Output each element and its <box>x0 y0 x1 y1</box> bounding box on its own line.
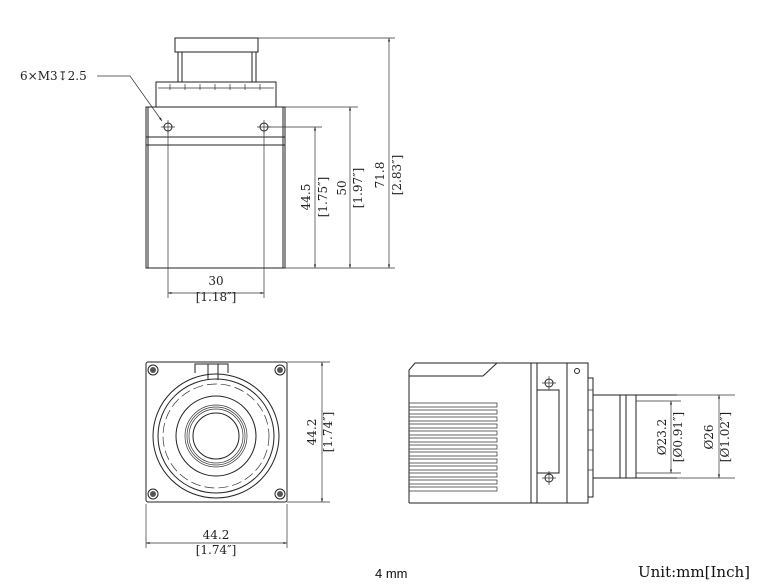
dim-width-in: [1.18″] <box>196 290 237 304</box>
lens-barrel <box>592 394 621 479</box>
dim-outer-dia-in: [Ø1.02″] <box>718 412 732 462</box>
unit-label: Unit:mm[Inch] <box>638 563 750 581</box>
front-view <box>145 361 330 548</box>
heatsink-fins <box>409 402 498 492</box>
dim-total-height-mm: 71.8 <box>373 162 387 189</box>
side-body-outline <box>408 362 499 503</box>
dim-total-height-in: [2.83″] <box>390 155 404 196</box>
screw-icon <box>274 364 286 376</box>
dim-hole-height-in: [1.75″] <box>316 177 330 218</box>
dim-inner-dia-mm: Ø23.2 <box>655 419 669 456</box>
top-view <box>97 37 395 298</box>
crosshair-hole-icon <box>542 376 556 390</box>
lens-cap <box>174 37 259 53</box>
dim-front-width-mm: 44.2 <box>203 528 230 542</box>
dim-front-height-mm: 44.2 <box>305 419 319 446</box>
lens-body <box>177 51 257 83</box>
dim-inner-dia-in: [Ø0.91″] <box>671 412 685 462</box>
crosshair-hole-icon <box>542 471 556 485</box>
connector <box>536 389 560 474</box>
dim-hole-height-mm: 44.5 <box>299 184 313 211</box>
dim-width-mm: 30 <box>208 274 223 288</box>
side-view <box>408 362 735 504</box>
front-plate <box>145 361 288 503</box>
small-hole-icon <box>574 368 580 374</box>
dim-body-height-mm: 50 <box>335 180 349 195</box>
dim-front-height-in: [1.74″] <box>321 412 335 453</box>
screw-icon <box>147 364 159 376</box>
dim-body-height-in: [1.97″] <box>351 168 365 209</box>
lens-mount-ring <box>155 81 277 108</box>
thread-note: 6×M3↧2.5 <box>20 69 87 83</box>
caption: 4 mm <box>375 566 408 581</box>
dim-outer-dia-mm: Ø26 <box>702 424 716 449</box>
screw-icon <box>274 488 286 500</box>
camera-body <box>145 106 286 269</box>
screw-icon <box>147 488 159 500</box>
dim-front-width-in: [1.74″] <box>196 543 237 557</box>
